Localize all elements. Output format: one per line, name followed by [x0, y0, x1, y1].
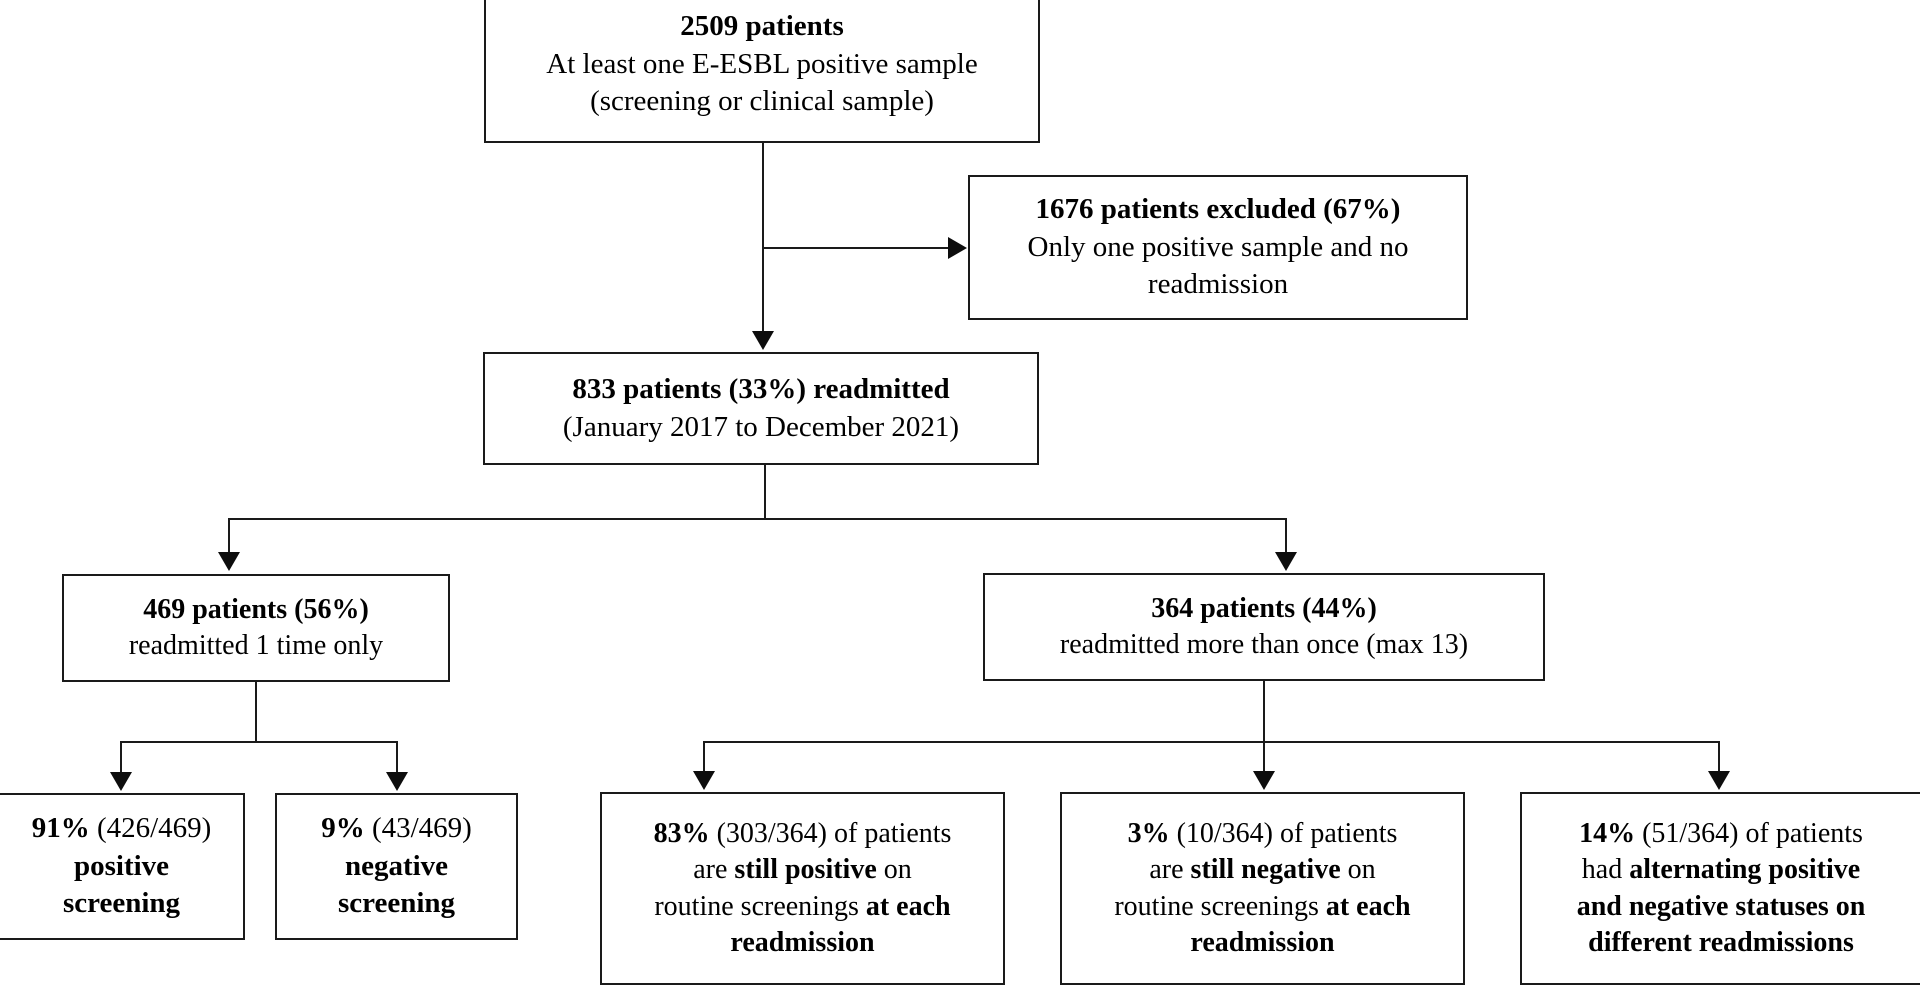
node-alternating-line1: 14% (51/364) of patients [1579, 817, 1863, 849]
arrow-to-neg-screen [386, 772, 408, 791]
node-pos-screen-line2: positive [73, 849, 170, 882]
node-alternating-line2: had alternating positive [1581, 854, 1861, 886]
connector-multiple-stem [1263, 681, 1265, 773]
arrow-to-multiple [1275, 552, 1297, 571]
node-excluded-line3: readmission [1147, 268, 1289, 301]
node-negative-screening: 9% (43/469) negative screening [275, 793, 518, 940]
node-still-positive-line3: routine screenings at each [654, 890, 951, 922]
node-still-negative-line1: 3% (10/364) of patients [1127, 817, 1398, 849]
connector-to-alternating [1718, 741, 1720, 773]
node-cohort-line2: At least one E-ESBL positive sample [546, 47, 978, 80]
node-still-negative-line2: are still negative on [1149, 854, 1376, 886]
node-alternating-line4: different readmissions [1588, 926, 1854, 958]
connector-to-neg-screen [396, 741, 398, 774]
node-alternating-line3: and negative statuses on [1576, 890, 1866, 922]
arrow-to-still-positive [693, 771, 715, 790]
node-excluded-line2: Only one positive sample and no [1027, 230, 1409, 263]
node-still-positive-line1: 83% (303/364) of patients [653, 817, 952, 849]
node-once-line2: readmitted 1 time only [128, 630, 384, 661]
connector-cohort-stem [762, 143, 764, 333]
node-still-negative-line4: readmission [1190, 926, 1335, 958]
node-readmitted: 833 patients (33%) readmitted (January 2… [483, 352, 1039, 465]
node-cohort-line3: (screening or clinical sample) [590, 85, 934, 118]
connector-to-still-positive [703, 741, 705, 773]
node-positive-screening: 91% (426/469) positive screening [0, 793, 245, 940]
connector-level2-bar [228, 518, 1287, 520]
connector-once-bar [120, 741, 398, 743]
node-still-negative: 3% (10/364) of patients are still negati… [1060, 792, 1465, 985]
node-still-positive-line2: are still positive on [693, 854, 912, 886]
connector-to-pos-screen [120, 741, 122, 774]
connector-multiple-bar [703, 741, 1720, 743]
node-readmitted-multiple: 364 patients (44%) readmitted more than … [983, 573, 1545, 681]
node-readmitted-once: 469 patients (56%) readmitted 1 time onl… [62, 574, 450, 682]
node-cohort: 2509 patients At least one E-ESBL positi… [484, 0, 1040, 143]
node-neg-screen-line3: screening [337, 887, 456, 920]
node-excluded: 1676 patients excluded (67%) Only one po… [968, 175, 1468, 320]
arrow-cohort-to-readmitted [752, 331, 774, 350]
arrow-to-still-negative [1253, 771, 1275, 790]
arrow-to-alternating [1708, 771, 1730, 790]
node-still-positive: 83% (303/364) of patients are still posi… [600, 792, 1005, 985]
node-pos-screen-line1: 91% (426/469) [31, 811, 212, 844]
node-pos-screen-line3: screening [62, 887, 181, 920]
arrow-to-pos-screen [110, 772, 132, 791]
node-readmitted-line1: 833 patients (33%) readmitted [572, 372, 950, 405]
node-neg-screen-line2: negative [344, 849, 449, 882]
connector-to-once [228, 518, 230, 554]
node-neg-screen-line1: 9% (43/469) [321, 811, 472, 844]
arrow-to-excluded [948, 237, 967, 259]
arrow-to-once [218, 552, 240, 571]
node-multiple-line2: readmitted more than once (max 13) [1059, 629, 1469, 660]
node-still-positive-line4: readmission [730, 926, 875, 958]
node-excluded-line1: 1676 patients excluded (67%) [1035, 192, 1401, 225]
node-multiple-line1: 364 patients (44%) [1151, 592, 1377, 624]
node-once-line1: 469 patients (56%) [143, 593, 369, 625]
connector-once-stem [255, 682, 257, 743]
node-cohort-line1: 2509 patients [680, 9, 844, 42]
node-readmitted-line2: (January 2017 to December 2021) [562, 410, 960, 443]
connector-excluded-branch [762, 247, 948, 249]
node-alternating: 14% (51/364) of patients had alternating… [1520, 792, 1920, 985]
connector-readmitted-stem [764, 465, 766, 520]
connector-to-multiple [1285, 518, 1287, 554]
node-still-negative-line3: routine screenings at each [1114, 890, 1411, 922]
